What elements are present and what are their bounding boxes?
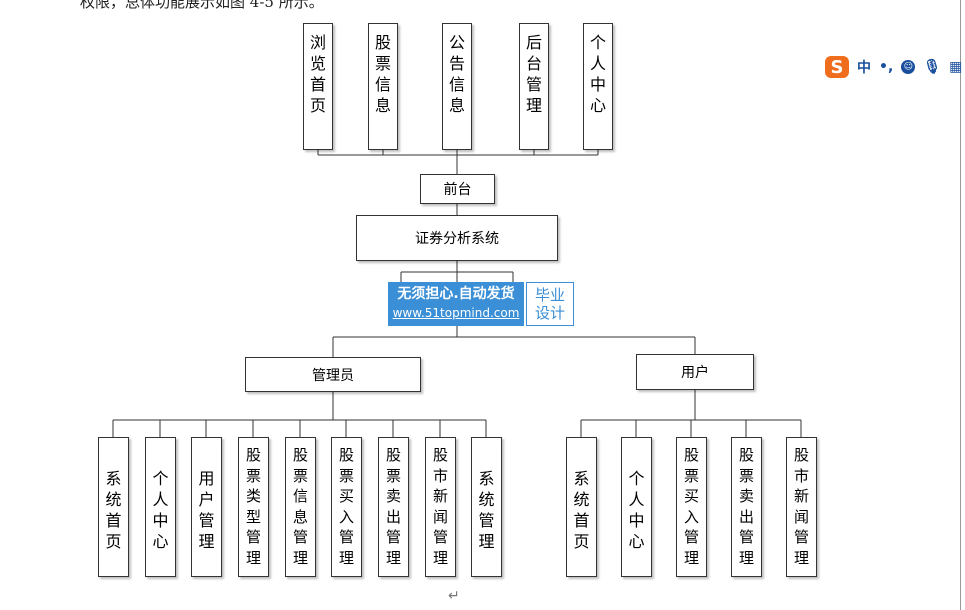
admin-module-system-mgmt: 系统管理	[471, 437, 502, 577]
admin-module-stock-info-mgmt: 股票信息管理	[285, 437, 316, 577]
watermark-url[interactable]: www.51topmind.com	[392, 306, 520, 320]
module-personal-center: 个人中心	[583, 23, 613, 150]
user-module-stock-sell-mgmt: 股票卖出管理	[731, 437, 762, 577]
module-label: 系统首页	[105, 469, 122, 551]
user-module-personal-center: 个人中心	[621, 437, 652, 577]
module-label: 浏览首页	[310, 33, 327, 115]
module-label: 后台管理	[526, 33, 543, 115]
module-label: 股市新闻管理	[794, 446, 810, 567]
module-label: 个人中心	[590, 33, 607, 115]
user-module-news-mgmt: 股市新闻管理	[786, 437, 817, 577]
admin-module-personal-center: 个人中心	[145, 437, 176, 577]
admin-module-news-mgmt: 股市新闻管理	[425, 437, 456, 577]
root-node-label: 证券分析系统	[415, 231, 499, 247]
module-notice-info: 公告信息	[442, 23, 472, 150]
module-label: 股市新闻管理	[433, 446, 449, 567]
admin-node: 管理员	[245, 357, 421, 392]
user-node-label: 用户	[681, 365, 709, 381]
watermark-slogan: 无须担心.自动发货	[397, 286, 515, 302]
admin-module-stock-type-mgmt: 股票类型管理	[238, 437, 269, 577]
ime-punctuation-toggle[interactable]: •,	[879, 59, 894, 75]
module-label: 股票卖出管理	[386, 446, 402, 567]
admin-node-label: 管理员	[312, 367, 354, 384]
admin-module-stock-buy-mgmt: 股票买入管理	[331, 437, 362, 577]
module-label: 股票买入管理	[684, 446, 700, 567]
module-label: 用户管理	[198, 469, 215, 551]
ime-language-toggle[interactable]: 中	[857, 60, 871, 76]
module-browse-home: 浏览首页	[303, 23, 333, 150]
watermark-side-2: 设计	[534, 304, 565, 322]
page-edge	[960, 0, 961, 610]
module-label: 个人中心	[152, 469, 169, 551]
module-label: 公告信息	[449, 33, 466, 115]
intro-text: 权限，总体功能展示如图 4-5 所示。	[80, 0, 324, 11]
module-label: 股票买入管理	[339, 446, 355, 567]
watermark-side-1: 毕业	[534, 286, 565, 304]
watermark: 无须担心.自动发货 www.51topmind.com 毕业 设计	[388, 282, 574, 326]
module-label: 系统首页	[573, 469, 590, 551]
module-backend: 后台管理	[519, 23, 549, 150]
watermark-main: 无须担心.自动发货 www.51topmind.com	[388, 282, 524, 326]
module-label: 股票卖出管理	[739, 446, 755, 567]
module-label: 股票类型管理	[246, 446, 262, 567]
toolbox-icon[interactable]: ▦	[949, 59, 963, 75]
front-node-label: 前台	[443, 182, 472, 198]
user-module-stock-buy-mgmt: 股票买入管理	[676, 437, 707, 577]
ime-toolbar[interactable]: S 中 •, ☺ 🎙 ▦	[825, 56, 962, 78]
admin-module-stock-sell-mgmt: 股票卖出管理	[378, 437, 409, 577]
root-node: 证券分析系统	[356, 215, 558, 261]
admin-module-system-home: 系统首页	[98, 437, 129, 577]
module-label: 股票信息	[375, 33, 392, 115]
sogou-logo-icon[interactable]: S	[825, 56, 849, 78]
module-label: 系统管理	[478, 469, 495, 551]
watermark-side: 毕业 设计	[526, 282, 574, 326]
user-module-system-home: 系统首页	[566, 437, 597, 577]
module-stock-info: 股票信息	[368, 23, 398, 150]
module-label: 股票信息管理	[293, 446, 309, 567]
emoji-icon[interactable]: ☺	[901, 60, 916, 74]
front-node: 前台	[420, 174, 495, 204]
paragraph-mark: ↵	[448, 588, 460, 604]
microphone-icon[interactable]: 🎙	[923, 59, 942, 75]
module-label: 个人中心	[628, 469, 645, 551]
admin-module-user-mgmt: 用户管理	[191, 437, 222, 577]
user-node: 用户	[636, 354, 754, 390]
